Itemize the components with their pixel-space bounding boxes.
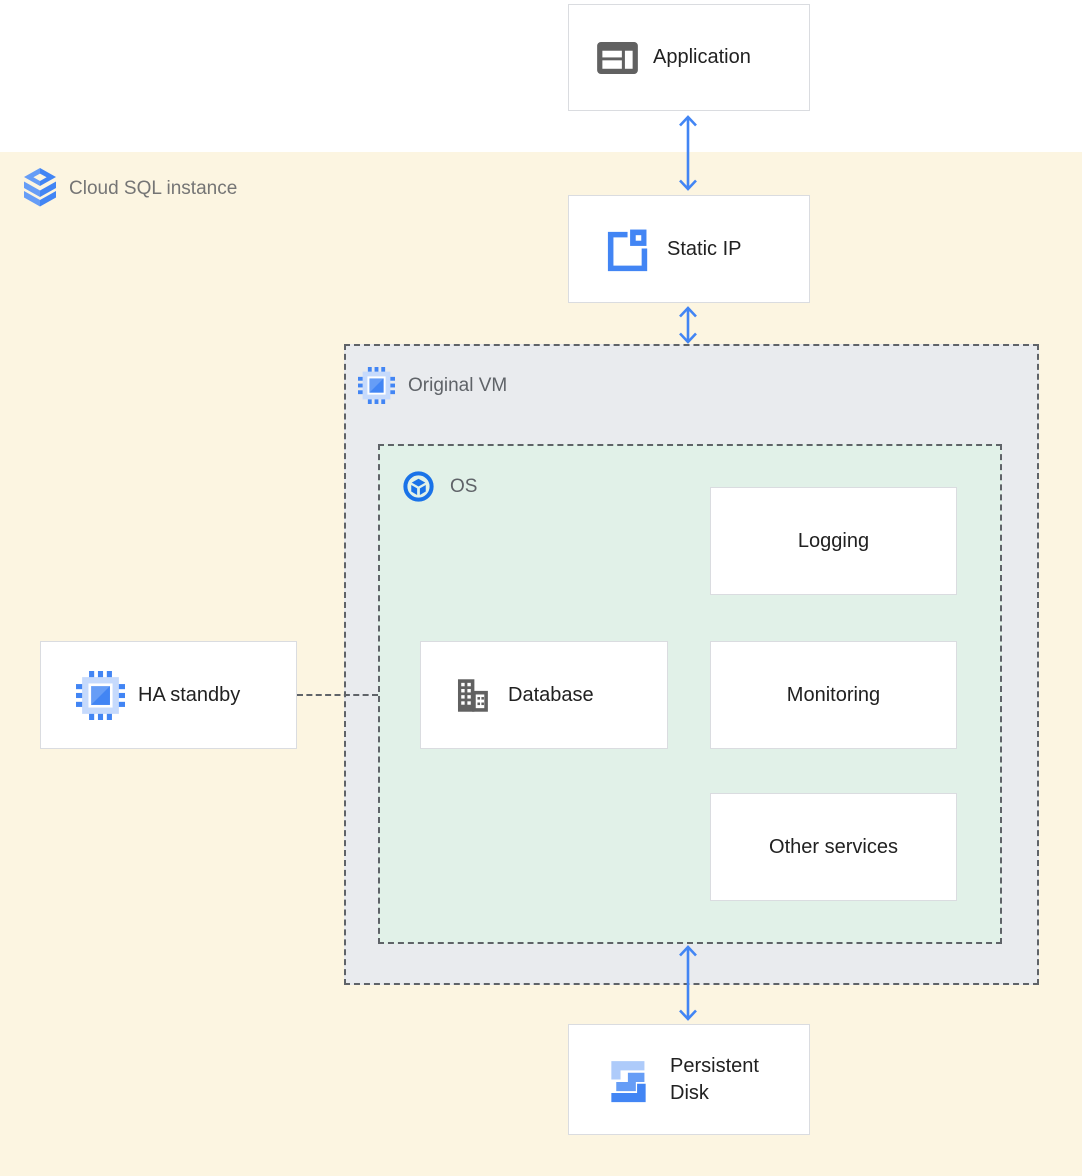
building-icon [452,675,493,716]
cloud-sql-zone-label-text: Cloud SQL instance [69,178,238,199]
application-node: Application [568,4,810,111]
os-cube-circle-icon [402,470,435,503]
original-vm-label-text: Original VM [408,374,508,396]
external-ip-icon [603,227,648,272]
application-node-label: Application [653,46,751,68]
persistent-disk-icon [604,1055,653,1104]
compute-engine-icon [358,367,395,404]
static-ip-node: Static IP [568,195,810,303]
database-node: Database [420,641,668,749]
bidirectional-arrow-os-disk [679,945,697,1021]
other-services-node-label: Other services [769,835,898,858]
ha-standby-node: HA standby [40,641,297,749]
static-ip-node-label: Static IP [667,237,742,260]
ha-standby-node-label: HA standby [138,683,241,706]
dashed-line-hastandby-vm [297,694,378,696]
logging-node-label: Logging [797,529,870,552]
app-window-icon [597,41,638,74]
cloud-sql-icon [24,168,56,210]
cloud-sql-zone-label: Cloud SQL instance [24,168,237,210]
monitoring-node-label: Monitoring [786,683,881,706]
original-vm-label: Original VM [358,367,507,404]
bidirectional-arrow-app-staticip [679,115,697,191]
persistent-disk-node-label: Persistent Disk [670,1054,759,1104]
monitoring-node: Monitoring [710,641,957,749]
os-label: OS [402,470,477,503]
persistent-disk-node: Persistent Disk [568,1024,810,1135]
other-services-node: Other services [710,793,957,901]
os-label-text: OS [450,475,478,497]
bidirectional-arrow-staticip-vm [679,306,697,344]
database-node-label: Database [508,683,594,706]
logging-node: Logging [710,487,957,595]
compute-engine-icon [76,670,125,720]
